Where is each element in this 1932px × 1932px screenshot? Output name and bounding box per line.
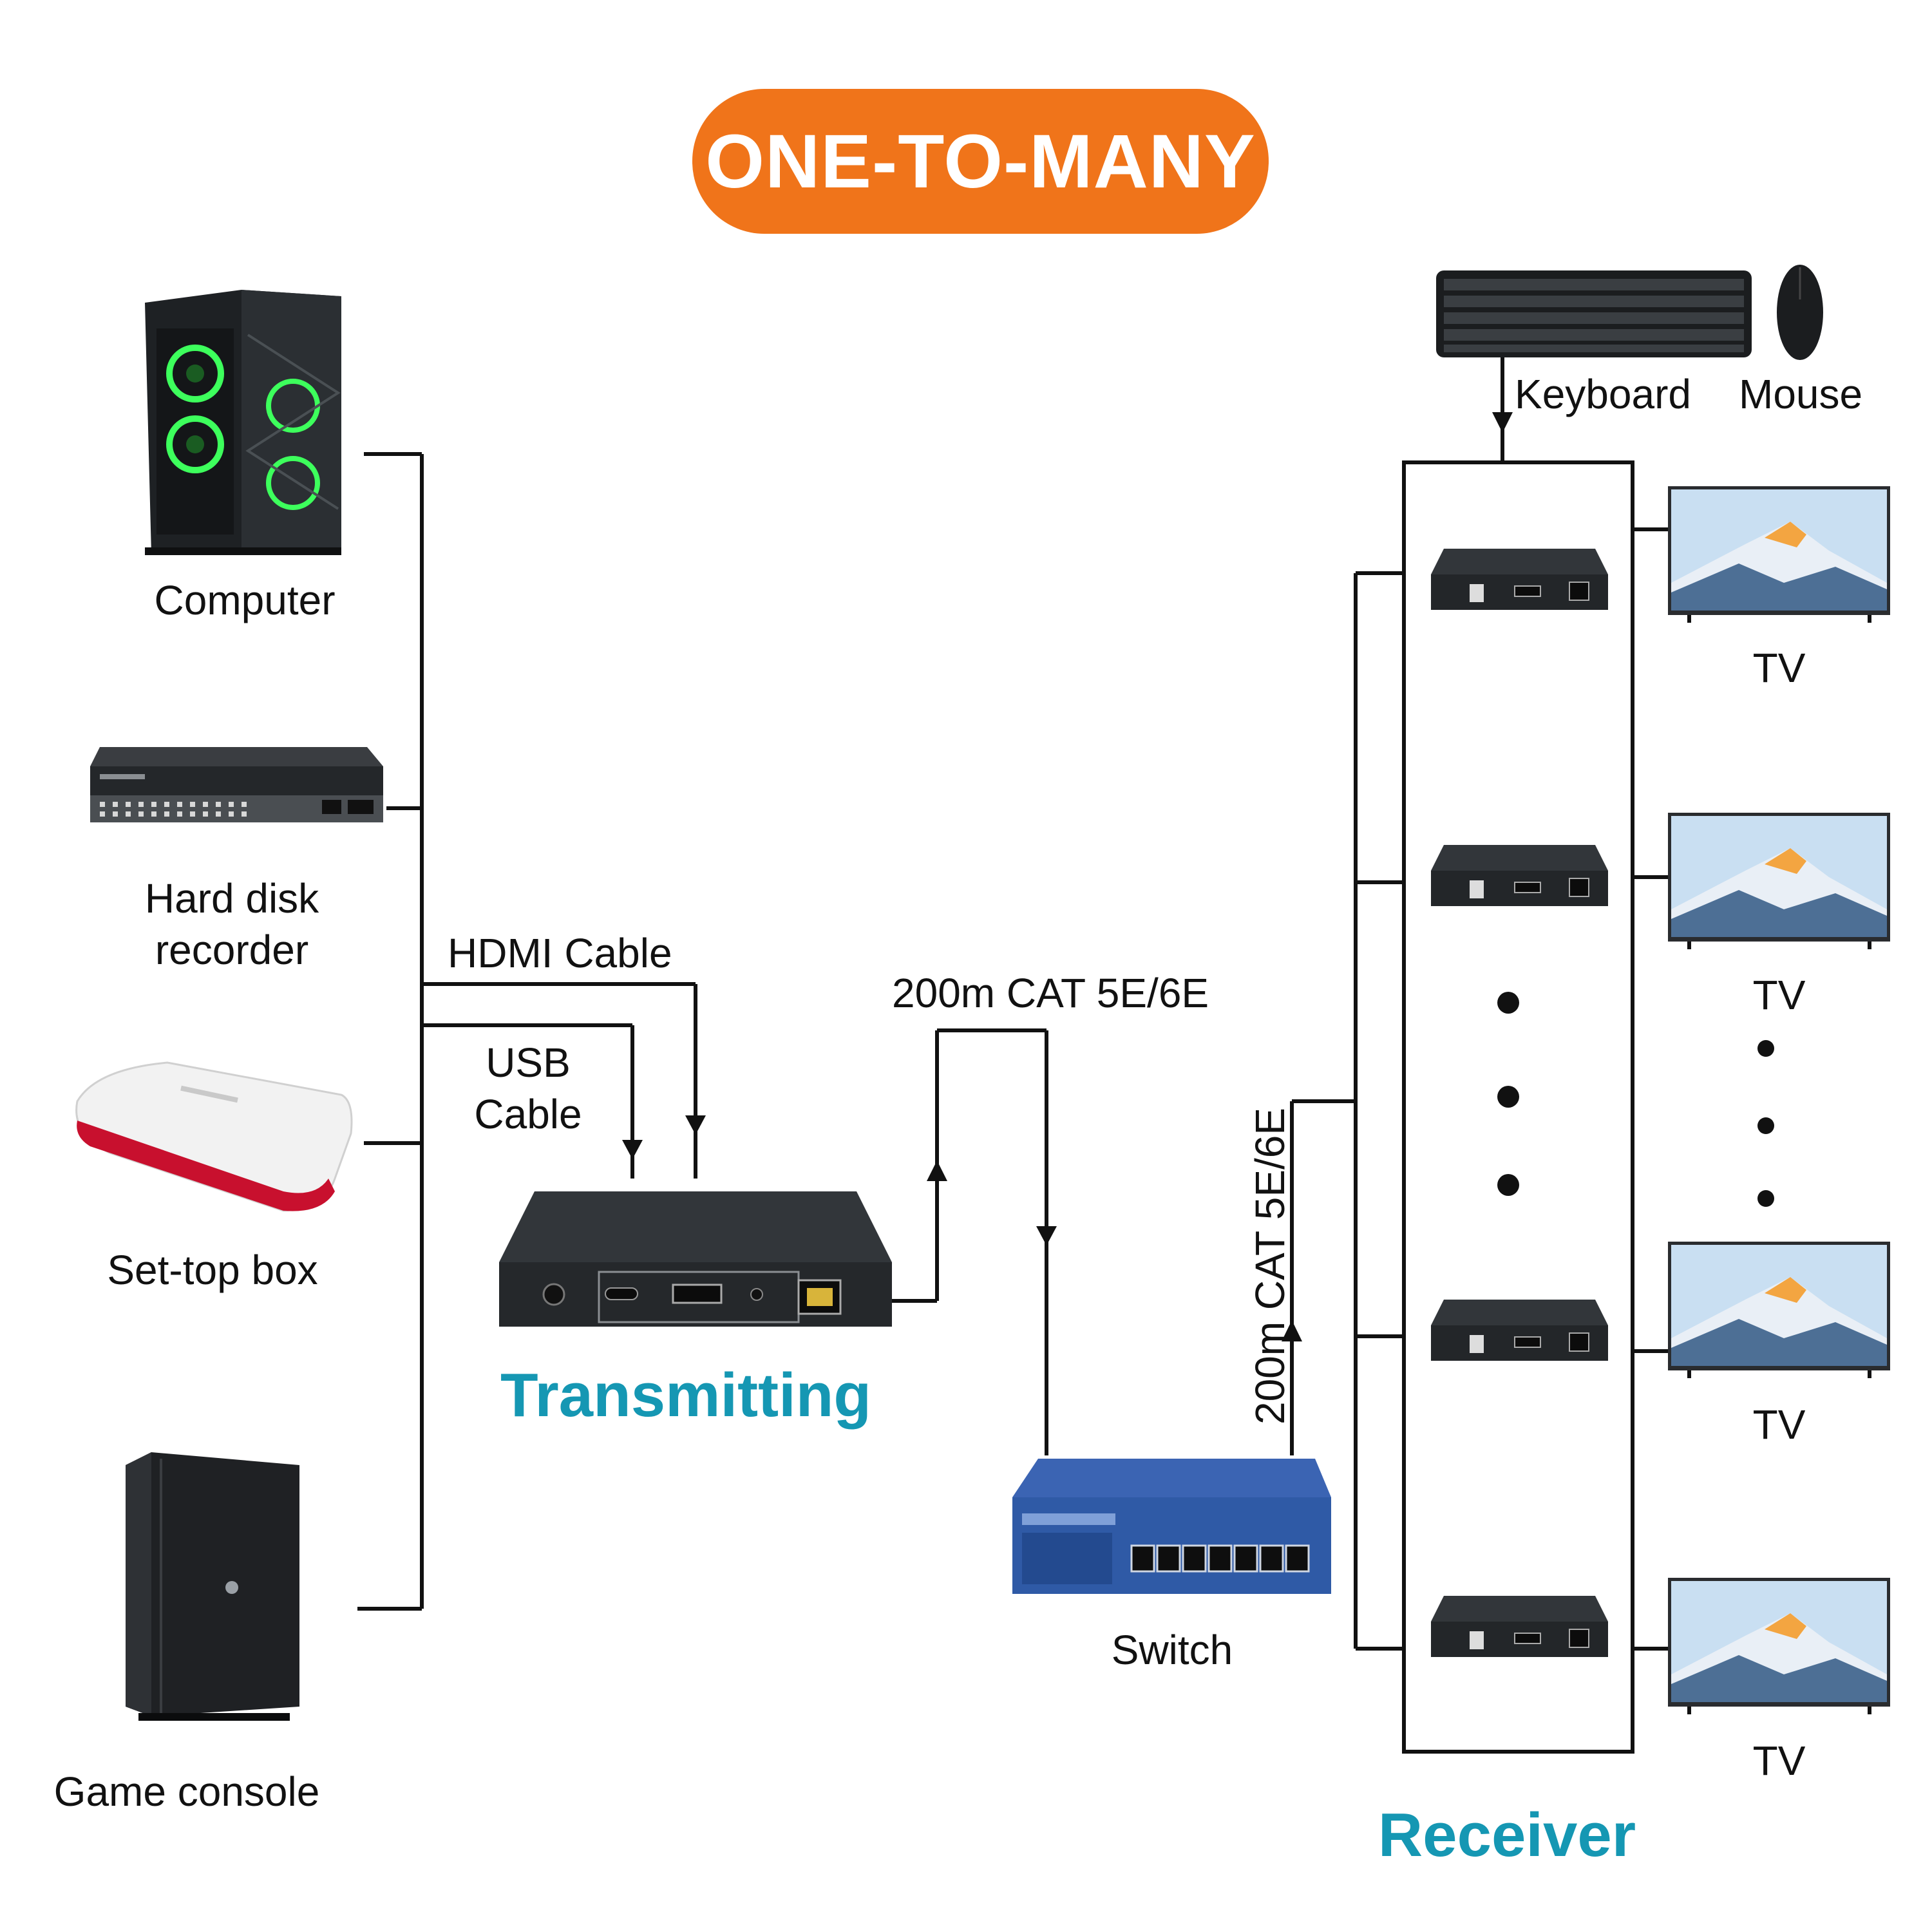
receiver-unit-2 bbox=[1431, 845, 1608, 906]
computer-icon bbox=[145, 290, 341, 555]
switch-icon bbox=[1012, 1459, 1331, 1594]
receiver-unit-4 bbox=[1431, 1596, 1608, 1657]
dvr-label-line2: recorder bbox=[155, 927, 309, 973]
page-title: ONE-TO-MANY bbox=[705, 118, 1256, 204]
tv-icon-3 bbox=[1668, 1242, 1890, 1378]
computer-label: Computer bbox=[154, 577, 336, 623]
mouse-icon bbox=[1777, 265, 1823, 360]
switch-label: Switch bbox=[1111, 1627, 1233, 1673]
receiver-unit-3 bbox=[1431, 1300, 1608, 1361]
keyboard-label: Keyboard bbox=[1515, 371, 1691, 417]
usb-cable-label: USB Cable bbox=[470, 1037, 586, 1140]
receiver-unit-1 bbox=[1431, 549, 1608, 610]
tv-label-4: TV bbox=[1752, 1738, 1806, 1784]
transmitter-label: Transmitting bbox=[500, 1361, 872, 1430]
tv-label-2: TV bbox=[1752, 972, 1806, 1018]
transmitter-icon bbox=[499, 1191, 892, 1327]
dvr-label-line1: Hard disk bbox=[144, 875, 319, 922]
settop-label: Set-top box bbox=[107, 1247, 318, 1293]
settop-box-icon bbox=[75, 1061, 353, 1212]
usb-cable-label-line1: USB bbox=[486, 1039, 571, 1086]
hdmi-cable-label: HDMI Cable bbox=[448, 930, 672, 976]
tv-label-1: TV bbox=[1752, 645, 1806, 691]
mouse-label: Mouse bbox=[1739, 371, 1863, 417]
console-label: Game console bbox=[53, 1768, 320, 1815]
dvr-label: Hard disk recorder bbox=[116, 873, 348, 976]
tv-icon-4 bbox=[1668, 1578, 1890, 1714]
game-console-icon bbox=[126, 1452, 299, 1721]
cat-cable-label: 200m CAT 5E/6E bbox=[892, 970, 1209, 1016]
dvr-icon bbox=[90, 747, 383, 822]
keyboard-icon bbox=[1436, 270, 1752, 357]
title-banner: ONE-TO-MANY bbox=[692, 89, 1269, 234]
cat-cable-vertical-label: 200m CAT 5E/6E bbox=[1247, 1107, 1293, 1425]
receiver-label: Receiver bbox=[1378, 1801, 1636, 1870]
tv-label-3: TV bbox=[1752, 1401, 1806, 1448]
usb-cable-label-line2: Cable bbox=[474, 1091, 582, 1137]
tv-icon-2 bbox=[1668, 813, 1890, 949]
tv-icon-1 bbox=[1668, 486, 1890, 623]
